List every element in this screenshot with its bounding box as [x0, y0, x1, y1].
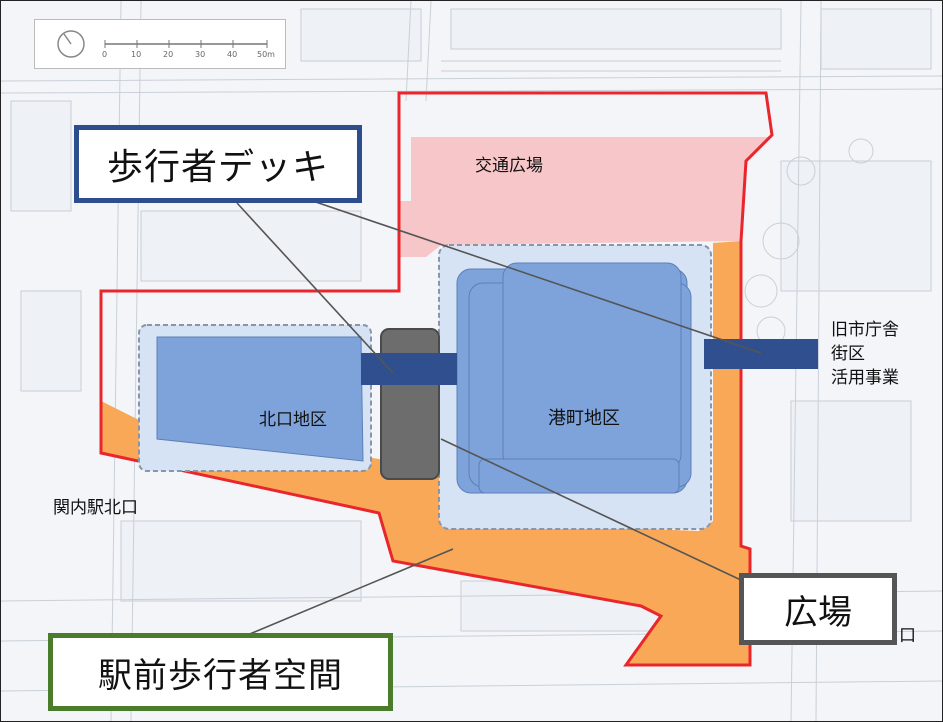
leader-deck-east — [300, 196, 762, 354]
minatomachi-district-label: 港町地区 — [548, 408, 620, 429]
edge-fragment-label: 口 — [899, 626, 916, 646]
former-city-hall-line: 旧市庁舎 — [831, 320, 899, 340]
leader-lines — [232, 196, 762, 642]
leader-plaza — [440, 438, 744, 582]
north-exit-district-label: 北口地区 — [259, 410, 327, 430]
project-boundary — [99, 91, 774, 667]
plaza-callout: 広場 — [739, 573, 897, 645]
former-city-hall-line: 街区 — [831, 344, 865, 364]
former-city-hall-line: 活用事業 — [831, 368, 899, 388]
station-front-pedestrian-space-callout: 駅前歩行者空間 — [48, 633, 393, 711]
leader-deck-west — [236, 202, 394, 374]
traffic-plaza-label: 交通広場 — [475, 156, 543, 176]
minatomachi-block-4 — [478, 458, 680, 494]
central-deck-grey — [380, 328, 440, 480]
scale-tick-label: 20 — [163, 50, 174, 59]
scale-tick-label: 10 — [131, 50, 142, 59]
north-arrow-icon — [57, 30, 268, 58]
scale-tick-label: 40 — [227, 50, 238, 59]
station-front-plaza-area — [101, 241, 750, 665]
kannai-station-north-exit-label: 関内駅北口 — [53, 498, 138, 518]
leader-station — [232, 548, 454, 642]
former-city-hall-label: 旧市庁舎 街区 活用事業 — [831, 318, 899, 390]
minatomachi-block-3 — [502, 262, 682, 470]
scale-tick-label: 50m — [257, 50, 275, 59]
pedestrian-deck-callout: 歩行者デッキ — [74, 125, 362, 203]
pedestrian-deck-bar-west — [361, 353, 457, 385]
scale-bar: 0 10 20 30 40 50m — [34, 19, 286, 69]
scale-tick-label: 30 — [195, 50, 206, 59]
traffic-plaza-area — [399, 136, 771, 257]
pedestrian-deck-bar-east — [704, 339, 818, 369]
north-exit-district-block — [156, 336, 364, 462]
scale-tick-label: 0 — [102, 50, 108, 59]
